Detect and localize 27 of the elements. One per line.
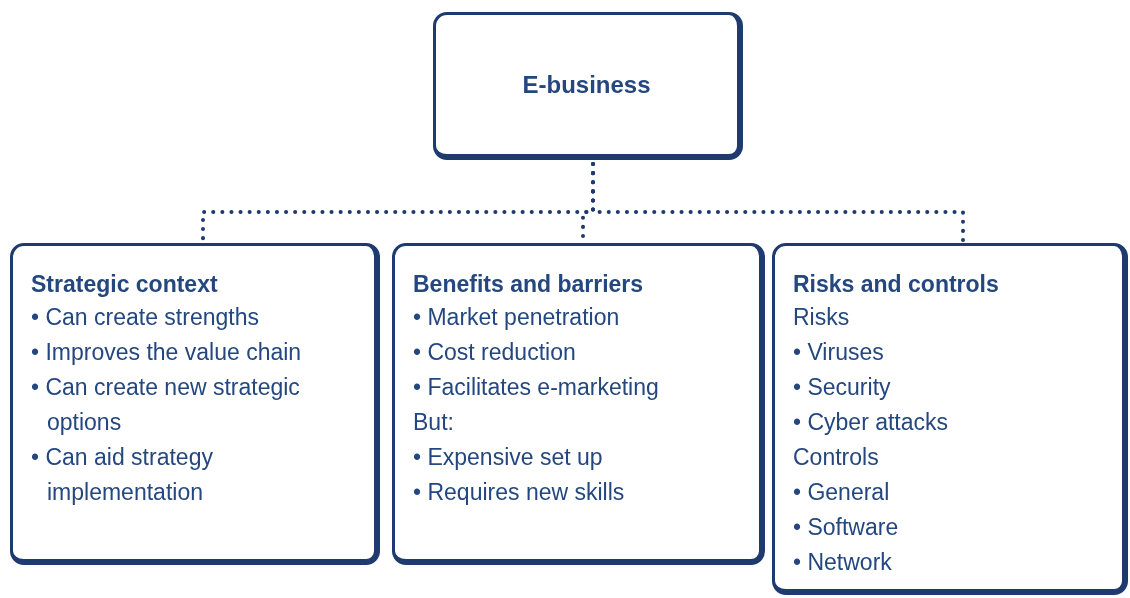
list-item: • Facilitates e-marketing xyxy=(413,373,660,402)
list-item: • Can create new strategic options xyxy=(31,373,301,437)
box-heading: Benefits and barriers xyxy=(413,270,645,299)
dotted-connector xyxy=(591,162,965,245)
list-item: • Security xyxy=(793,373,892,402)
list-item: • Market penetration xyxy=(413,303,621,332)
list-item: • Improves the value chain xyxy=(31,338,303,367)
list-item: • Can create strengths xyxy=(31,303,260,332)
list-item: • Expensive set up xyxy=(413,443,604,472)
list-item: • Software xyxy=(793,513,900,542)
box-heading: Strategic context xyxy=(31,270,219,299)
title-text: E-business xyxy=(522,69,651,100)
list-item: Controls xyxy=(793,443,880,472)
list-item: But: xyxy=(413,408,455,437)
list-item: • Network xyxy=(793,548,893,577)
list-item: • General xyxy=(793,478,891,507)
list-item: • Viruses xyxy=(793,338,885,367)
category-box xyxy=(392,243,765,565)
list-item: • Requires new skills xyxy=(413,478,626,507)
list-item: Risks xyxy=(793,303,851,332)
list-item: • Cyber attacks xyxy=(793,408,950,437)
category-box xyxy=(10,243,380,565)
list-item: • Can aid strategy implementation xyxy=(31,443,214,507)
box-heading: Risks and controls xyxy=(793,270,1000,299)
list-item: • Cost reduction xyxy=(413,338,577,367)
title-box xyxy=(433,12,743,160)
category-box xyxy=(772,243,1128,595)
